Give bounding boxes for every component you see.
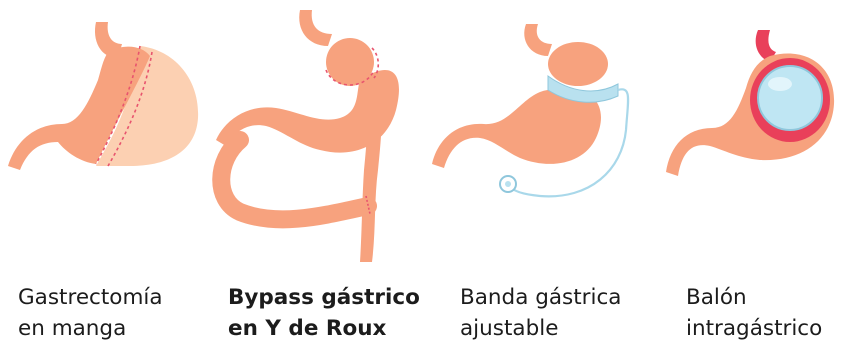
access-port-center — [505, 181, 511, 187]
sleeve-gastrectomy-illustration — [0, 0, 210, 270]
gastric-band-panel: Banda gástrica ajustable — [420, 0, 630, 355]
balloon — [758, 66, 822, 130]
intragastric-balloon-illustration — [630, 0, 842, 270]
intragastric-balloon-panel: Balón intragástrico — [630, 0, 840, 355]
procedure-label-line2: en Y de Roux — [228, 313, 420, 344]
procedure-label-line1: Banda gástrica — [460, 282, 621, 313]
procedure-label: Gastrectomía en manga — [18, 282, 163, 344]
upper-pouch — [548, 42, 608, 86]
procedure-label-line1: Gastrectomía — [18, 282, 163, 313]
gastric-bypass-panel: Bypass gástrico en Y de Roux — [210, 0, 420, 355]
gastric-band-illustration — [420, 0, 630, 270]
procedure-label-line1: Balón — [686, 282, 822, 313]
balloon-highlight — [768, 77, 792, 91]
procedure-label: Banda gástrica ajustable — [460, 282, 621, 344]
esophagus — [524, 24, 552, 56]
procedure-label-line1: Bypass gástrico — [228, 282, 420, 313]
procedure-label: Balón intragástrico — [686, 282, 822, 344]
procedure-label-line2: intragástrico — [686, 313, 822, 344]
procedure-label: Bypass gástrico en Y de Roux — [228, 282, 420, 344]
gastric-bypass-illustration — [210, 0, 420, 270]
procedure-label-line2: en manga — [18, 313, 163, 344]
procedure-label-line2: ajustable — [460, 313, 621, 344]
esophagus — [299, 10, 332, 46]
sleeve-gastrectomy-panel: Gastrectomía en manga — [0, 0, 210, 355]
